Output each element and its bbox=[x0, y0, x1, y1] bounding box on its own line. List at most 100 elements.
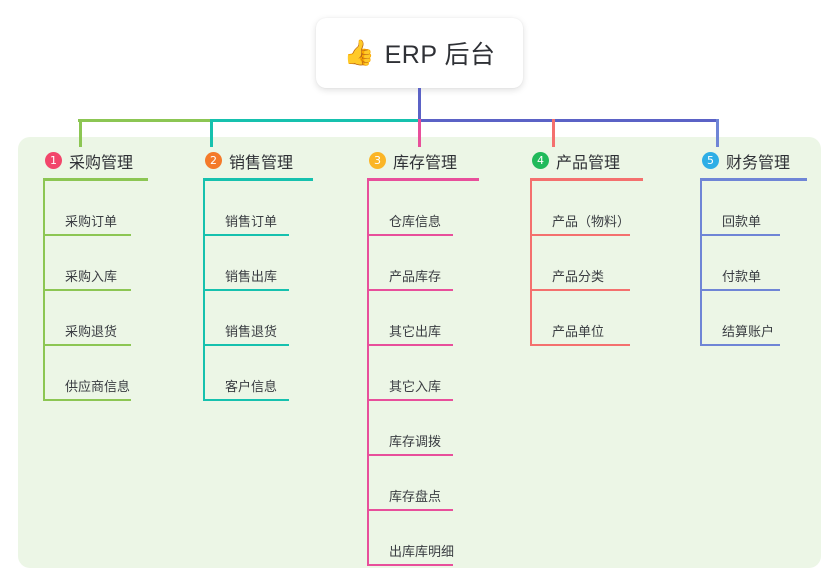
branch-badge-3: 3 bbox=[369, 152, 386, 169]
connector-bar-segment-2 bbox=[210, 119, 419, 122]
branch-drop-connector-1 bbox=[79, 119, 82, 147]
branch-items-4: 产品（物料） 产品分类产品单位 bbox=[530, 181, 648, 346]
branch-item-underline bbox=[367, 509, 453, 511]
branch-item-underline bbox=[700, 289, 780, 291]
branch-items-2: 销售订单销售出库销售退货客户信息 bbox=[203, 181, 321, 401]
branch-item-label: 其它入库 bbox=[389, 379, 442, 394]
branch-item-label: 采购入库 bbox=[65, 269, 118, 284]
branch-item-underline bbox=[367, 344, 453, 346]
branch-item-underline bbox=[203, 289, 289, 291]
branch-underline-1 bbox=[43, 178, 148, 181]
branch-item-underline bbox=[367, 399, 453, 401]
branch-item-underline bbox=[43, 399, 131, 401]
branch-item[interactable]: 库存盘点 bbox=[367, 456, 485, 511]
branch-item-label: 销售退货 bbox=[225, 324, 278, 339]
branch-item-label: 采购退货 bbox=[65, 324, 118, 339]
branch-item[interactable]: 结算账户 bbox=[700, 291, 810, 346]
branch-item[interactable]: 客户信息 bbox=[203, 346, 321, 401]
branch-items-5: 回款单付款单结算账户 bbox=[700, 181, 810, 346]
branch-item-label: 产品分类 bbox=[552, 269, 605, 284]
branch-item-label: 回款单 bbox=[722, 214, 762, 229]
branch-item-label: 采购订单 bbox=[65, 214, 118, 229]
branch-item[interactable]: 仓库信息 bbox=[367, 181, 485, 236]
thumbs-up-icon: 👍 bbox=[343, 38, 375, 67]
branch-item[interactable]: 出库库明细 bbox=[367, 511, 485, 566]
branch-item[interactable]: 库存调拨 bbox=[367, 401, 485, 456]
branch-item-label: 仓库信息 bbox=[389, 214, 442, 229]
branch-item-label: 产品（物料） bbox=[552, 214, 631, 229]
branch-item-label: 销售订单 bbox=[225, 214, 278, 229]
branch-title-1: 采购管理 bbox=[69, 154, 134, 172]
branch-badge-4: 4 bbox=[532, 152, 549, 169]
branch-header-2[interactable]: 2 销售管理 bbox=[203, 147, 321, 174]
branch-item-underline bbox=[530, 289, 630, 291]
branch-column-3: 3 库存管理仓库信息产品库存其它出库其它入库库存调拨库存盘点出库库明细 bbox=[367, 147, 485, 566]
branch-item-label: 库存盘点 bbox=[389, 489, 442, 504]
branch-column-2: 2 销售管理销售订单销售出库销售退货客户信息 bbox=[203, 147, 321, 401]
branch-title-2: 销售管理 bbox=[229, 154, 294, 172]
branch-item-underline bbox=[367, 289, 453, 291]
branch-header-3[interactable]: 3 库存管理 bbox=[367, 147, 485, 174]
branch-item-underline bbox=[203, 344, 289, 346]
branch-item[interactable]: 付款单 bbox=[700, 236, 810, 291]
branches-panel bbox=[18, 137, 821, 568]
branch-item[interactable]: 采购退货 bbox=[43, 291, 161, 346]
branch-item-underline bbox=[367, 454, 453, 456]
branch-item-label: 供应商信息 bbox=[65, 379, 131, 394]
branch-item-underline bbox=[367, 564, 453, 566]
branch-item-label: 其它出库 bbox=[389, 324, 442, 339]
branch-underline-4 bbox=[530, 178, 643, 181]
branch-item-underline bbox=[530, 344, 630, 346]
branch-spine-5 bbox=[700, 181, 702, 346]
branch-item-underline bbox=[203, 234, 289, 236]
branch-item-underline bbox=[43, 344, 131, 346]
branch-item[interactable]: 销售出库 bbox=[203, 236, 321, 291]
branch-item-label: 付款单 bbox=[722, 269, 762, 284]
branch-item[interactable]: 供应商信息 bbox=[43, 346, 161, 401]
branch-spine-3 bbox=[367, 181, 369, 566]
branch-item-label: 结算账户 bbox=[722, 324, 775, 339]
branch-item-label: 产品库存 bbox=[389, 269, 442, 284]
branch-drop-connector-2 bbox=[210, 119, 213, 147]
root-node[interactable]: 👍 ERP 后台 bbox=[316, 18, 523, 88]
branch-item-underline bbox=[700, 344, 780, 346]
branch-item[interactable]: 回款单 bbox=[700, 181, 810, 236]
branch-spine-1 bbox=[43, 181, 45, 401]
branch-underline-5 bbox=[700, 178, 807, 181]
branch-badge-2: 2 bbox=[205, 152, 222, 169]
branch-item-label: 客户信息 bbox=[225, 379, 278, 394]
branch-item-label: 销售出库 bbox=[225, 269, 278, 284]
branch-item[interactable]: 采购入库 bbox=[43, 236, 161, 291]
connector-bar-segment-3 bbox=[419, 119, 718, 122]
branch-item[interactable]: 产品（物料） bbox=[530, 181, 648, 236]
branch-item[interactable]: 产品分类 bbox=[530, 236, 648, 291]
connector-bar-segment-1 bbox=[78, 119, 210, 122]
root-title: ERP 后台 bbox=[384, 41, 496, 69]
branch-item-underline bbox=[203, 399, 289, 401]
branch-item-label: 产品单位 bbox=[552, 324, 605, 339]
branch-drop-connector-3 bbox=[418, 119, 421, 147]
branch-badge-5: 5 bbox=[702, 152, 719, 169]
branch-item[interactable]: 产品单位 bbox=[530, 291, 648, 346]
branch-drop-connector-5 bbox=[716, 119, 719, 147]
branch-item[interactable]: 产品库存 bbox=[367, 236, 485, 291]
branch-items-3: 仓库信息产品库存其它出库其它入库库存调拨库存盘点出库库明细 bbox=[367, 181, 485, 566]
branch-item[interactable]: 销售订单 bbox=[203, 181, 321, 236]
branch-title-3: 库存管理 bbox=[393, 154, 458, 172]
branch-underline-2 bbox=[203, 178, 313, 181]
branch-item[interactable]: 其它入库 bbox=[367, 346, 485, 401]
root-stem-connector bbox=[418, 88, 421, 121]
branch-item[interactable]: 采购订单 bbox=[43, 181, 161, 236]
branch-item-underline bbox=[43, 289, 131, 291]
branch-item-underline bbox=[530, 234, 630, 236]
branch-spine-2 bbox=[203, 181, 205, 401]
branch-item[interactable]: 其它出库 bbox=[367, 291, 485, 346]
branch-item[interactable]: 销售退货 bbox=[203, 291, 321, 346]
branch-spine-4 bbox=[530, 181, 532, 346]
